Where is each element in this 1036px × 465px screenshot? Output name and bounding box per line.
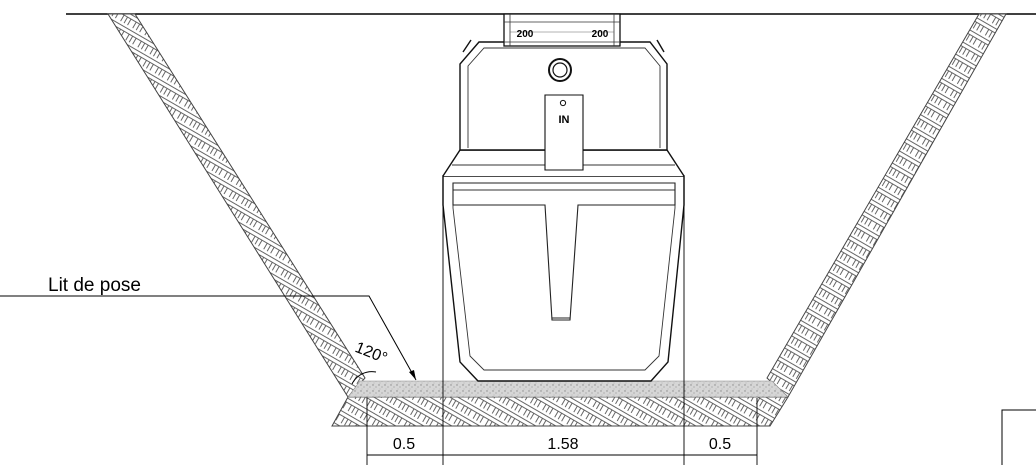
callout-arrowhead bbox=[409, 370, 416, 380]
cover-dim-left: 200 bbox=[517, 29, 534, 40]
angle-label: 120° bbox=[352, 339, 389, 367]
callout-label: Lit de pose bbox=[48, 275, 141, 296]
access-cover: 200 200 bbox=[503, 13, 621, 47]
dimension-right-gap: 0.5 bbox=[709, 436, 731, 453]
trench-floor bbox=[331, 396, 789, 427]
inlet-label: IN bbox=[559, 114, 570, 126]
angle-arc bbox=[351, 371, 377, 385]
dimension-tank-width: 1.58 bbox=[547, 436, 578, 453]
title-block-corner bbox=[1001, 409, 1036, 465]
septic-tank: IN bbox=[442, 39, 685, 382]
callout-leader bbox=[0, 295, 417, 381]
left-trench-wall bbox=[107, 13, 366, 398]
inlet-marker-icon bbox=[559, 99, 567, 107]
right-trench-wall bbox=[766, 13, 1007, 398]
cover-dim-right: 200 bbox=[592, 29, 609, 40]
dimension-lines bbox=[366, 176, 758, 465]
gravel-bedding bbox=[347, 380, 789, 398]
dimension-left-gap: 0.5 bbox=[393, 436, 415, 453]
